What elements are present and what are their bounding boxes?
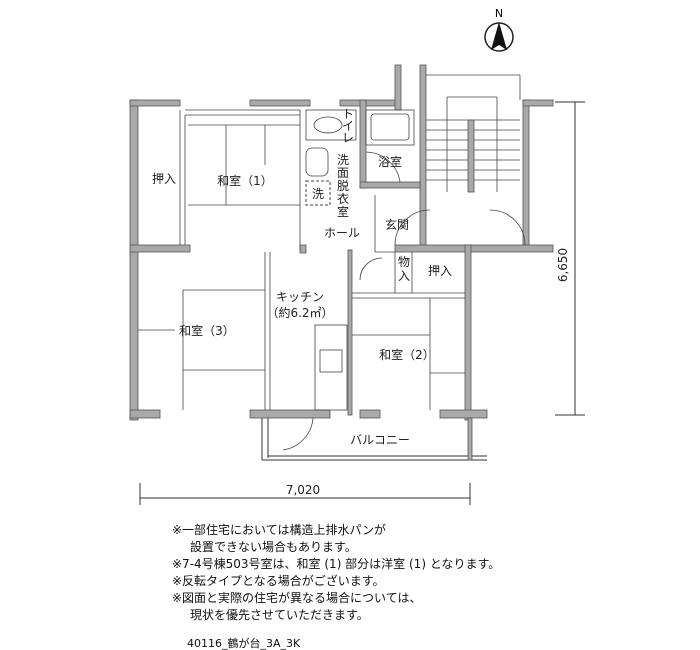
room-label-washroom-1: 洗 <box>337 153 349 167</box>
room-label-washroom-3: 脱 <box>337 178 349 193</box>
room-label-washroom-4: 衣 <box>337 191 349 206</box>
compass-label: N <box>495 7 503 20</box>
width-dimension-label: 7,020 <box>286 483 320 497</box>
washer-label: 洗 <box>312 187 324 201</box>
room-label-washitsu-2: 和室（2） <box>379 347 435 362</box>
notes: ※一部住宅においては構造上排水パンが 設置できない場合もあります。 ※7-4号棟… <box>172 522 500 624</box>
room-label-balcony: バルコニー <box>350 433 410 447</box>
room-label-oshiire-right: 押入 <box>428 264 452 278</box>
note-line: ※反転タイプとなる場合がございます。 <box>172 574 385 588</box>
room-label-washroom-5: 室 <box>337 204 349 219</box>
room-label-kitchen: キッチン <box>276 290 324 304</box>
dimension-depth: 6,650 <box>555 101 585 416</box>
room-label-toilet-3: レ <box>342 131 354 145</box>
room-label-kitchen-area: （約6.2㎡） <box>266 305 333 320</box>
room-label-storage-1: 物 <box>398 255 410 269</box>
room-label-entrance: 玄関 <box>385 217 409 232</box>
note-line: ※一部住宅においては構造上排水パンが <box>172 523 387 537</box>
room-label-oshiire-left: 押入 <box>152 172 176 186</box>
room-label-washroom-2: 面 <box>337 166 349 180</box>
interior-lines <box>138 74 526 461</box>
walls <box>129 64 554 421</box>
north-compass-icon: N <box>484 7 514 52</box>
depth-dimension-label: 6,650 <box>556 248 570 282</box>
room-label-bathroom: 浴室 <box>378 154 402 169</box>
note-line: 現状を優先させていただきます。 <box>190 608 369 622</box>
note-line: ※7-4号棟503号室は、和室 (1) 部分は洋室 (1) となります。 <box>172 557 501 571</box>
room-label-toilet-2: イ <box>342 119 354 133</box>
room-label-toilet-1: ト <box>342 107 354 121</box>
staircase <box>426 74 521 193</box>
plan-code: 40116_鶴が台_3A_3K <box>187 637 301 650</box>
note-line: ※図面と実際の住宅が異なる場合については、 <box>172 591 422 605</box>
room-label-storage-2: 入 <box>398 269 410 283</box>
note-line: 設置できない場合もあります。 <box>190 540 357 554</box>
dimension-width: 7,020 <box>139 483 471 505</box>
room-label-hall: ホール <box>324 226 360 240</box>
room-label-washitsu-3: 和室（3） <box>179 323 235 338</box>
room-label-washitsu-1: 和室（1） <box>217 173 273 188</box>
